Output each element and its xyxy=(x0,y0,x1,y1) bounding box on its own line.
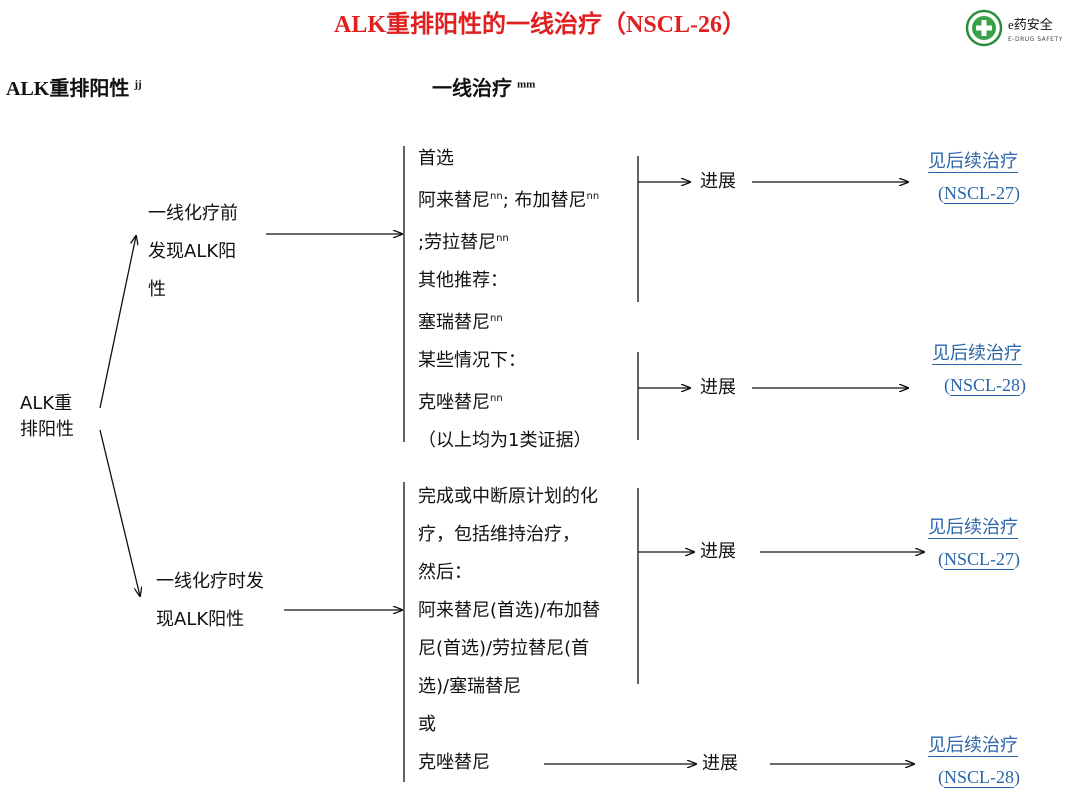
code[interactable]: NSCL-28 xyxy=(944,767,1015,787)
branch-top-line-1: 一线化疗前 xyxy=(148,203,238,224)
drug-crizotinib: 克唑替尼 xyxy=(418,392,490,413)
root-line-1: ALK重 xyxy=(20,393,73,414)
branch-top-line-3: 性 xyxy=(148,279,166,300)
treatment-bottom-line-7: 或 xyxy=(418,714,436,735)
drug-ceritinib: 塞瑞替尼 xyxy=(418,312,490,333)
followup-link-1[interactable]: 见后续治疗 xyxy=(928,151,1018,172)
sup: nn xyxy=(490,313,503,324)
code[interactable]: NSCL-27 xyxy=(944,549,1015,569)
followup-code-2[interactable]: (NSCL-28) xyxy=(944,375,1027,395)
treatment-line-3: ;劳拉替尼nn xyxy=(418,220,599,262)
progress-label-3: 进展 xyxy=(700,541,736,562)
followup-2[interactable]: 见后续治疗 (NSCL-28) xyxy=(932,339,1026,396)
page-title: ALK重排阳性的一线治疗（NSCL-26） xyxy=(333,12,747,38)
treatment-bottom-line-8: 克唑替尼 xyxy=(418,752,490,773)
branch-bottom-line-1: 一线化疗时发 xyxy=(156,571,264,592)
root-line-2: 排阳性 xyxy=(20,419,74,440)
followup-3[interactable]: 见后续治疗 (NSCL-27) xyxy=(928,513,1020,570)
followup-code-4[interactable]: (NSCL-28) xyxy=(938,767,1021,787)
logo-subtext: E-DRUG SAFETY xyxy=(1008,36,1063,43)
branch-top-line-2: 发现ALK阳 xyxy=(148,241,237,262)
followup-code-1[interactable]: (NSCL-27) xyxy=(938,183,1021,203)
progress-label-1: 进展 xyxy=(700,171,736,192)
followup-link-3[interactable]: 见后续治疗 xyxy=(928,517,1018,538)
followup-code-3[interactable]: (NSCL-27) xyxy=(938,549,1021,569)
branch-during-chemo: 一线化疗时发 现ALK阳性 xyxy=(156,563,264,639)
evidence-note: （以上均为1类证据） xyxy=(418,430,592,451)
treatment-bottom-line-1: 完成或中断原计划的化 xyxy=(418,486,598,507)
logo: e药安全 E-DRUG SAFETY xyxy=(964,8,1074,48)
header-mid-sup: mm xyxy=(517,78,536,91)
treatment-line-2: 阿来替尼nn; 布加替尼nn xyxy=(418,178,599,220)
branch-bottom-line-2: 现ALK阳性 xyxy=(156,609,245,630)
sup: nn xyxy=(490,191,503,202)
header-alk-positive: ALK重排阳性 jj xyxy=(6,72,142,101)
header-mid-text: 一线治疗 xyxy=(432,78,512,100)
followup-link-4[interactable]: 见后续治疗 xyxy=(928,735,1018,756)
treatment-line-5: 塞瑞替尼nn xyxy=(418,300,599,342)
treatment-bottom-line-4: 阿来替尼(首选)/布加替 xyxy=(418,600,601,621)
code[interactable]: NSCL-27 xyxy=(944,183,1015,203)
treatment-bottom-block: 完成或中断原计划的化 疗，包括维持治疗， 然后： 阿来替尼(首选)/布加替 尼(… xyxy=(418,478,600,782)
sup: nn xyxy=(490,393,503,404)
root-node: ALK重 排阳性 xyxy=(20,391,74,443)
drug-brigatinib: ; 布加替尼 xyxy=(502,190,587,211)
sup: nn xyxy=(496,233,509,244)
treatment-other-label: 其他推荐： xyxy=(418,270,508,291)
drug-alectinib: 阿来替尼 xyxy=(418,190,490,211)
treatment-some-label: 某些情况下： xyxy=(418,350,526,371)
header-left-text: ALK重排阳性 xyxy=(6,78,130,100)
cross-shield-icon xyxy=(965,9,1003,47)
treatment-preferred-label: 首选 xyxy=(418,148,454,169)
progress-label-2: 进展 xyxy=(700,377,736,398)
drug-lorlatinib: ;劳拉替尼 xyxy=(418,232,497,253)
header-first-line-treatment: 一线治疗 mm xyxy=(432,72,535,101)
branch-before-chemo: 一线化疗前 发现ALK阳 性 xyxy=(148,195,238,309)
followup-4[interactable]: 见后续治疗 (NSCL-28) xyxy=(928,731,1020,788)
arrow-root-to-top xyxy=(99,236,136,409)
followup-1[interactable]: 见后续治疗 (NSCL-27) xyxy=(928,147,1020,204)
treatment-bottom-line-3: 然后： xyxy=(418,562,472,583)
arrow-root-to-bottom xyxy=(99,429,140,596)
treatment-line-7: 克唑替尼nn xyxy=(418,380,599,422)
sup: nn xyxy=(586,191,600,202)
logo-text: e药安全 xyxy=(1008,17,1053,32)
code[interactable]: NSCL-28 xyxy=(950,375,1021,395)
treatment-top-block: 首选 阿来替尼nn; 布加替尼nn ;劳拉替尼nn 其他推荐： 塞瑞替尼nn 某… xyxy=(418,140,599,460)
followup-link-2[interactable]: 见后续治疗 xyxy=(932,343,1022,364)
treatment-bottom-line-5: 尼(首选)/劳拉替尼(首 xyxy=(418,638,590,659)
treatment-bottom-line-2: 疗，包括维持治疗， xyxy=(418,524,580,545)
header-left-sup: jj xyxy=(134,78,142,91)
progress-label-4: 进展 xyxy=(702,753,738,774)
treatment-bottom-line-6: 选)/塞瑞替尼 xyxy=(418,676,522,697)
